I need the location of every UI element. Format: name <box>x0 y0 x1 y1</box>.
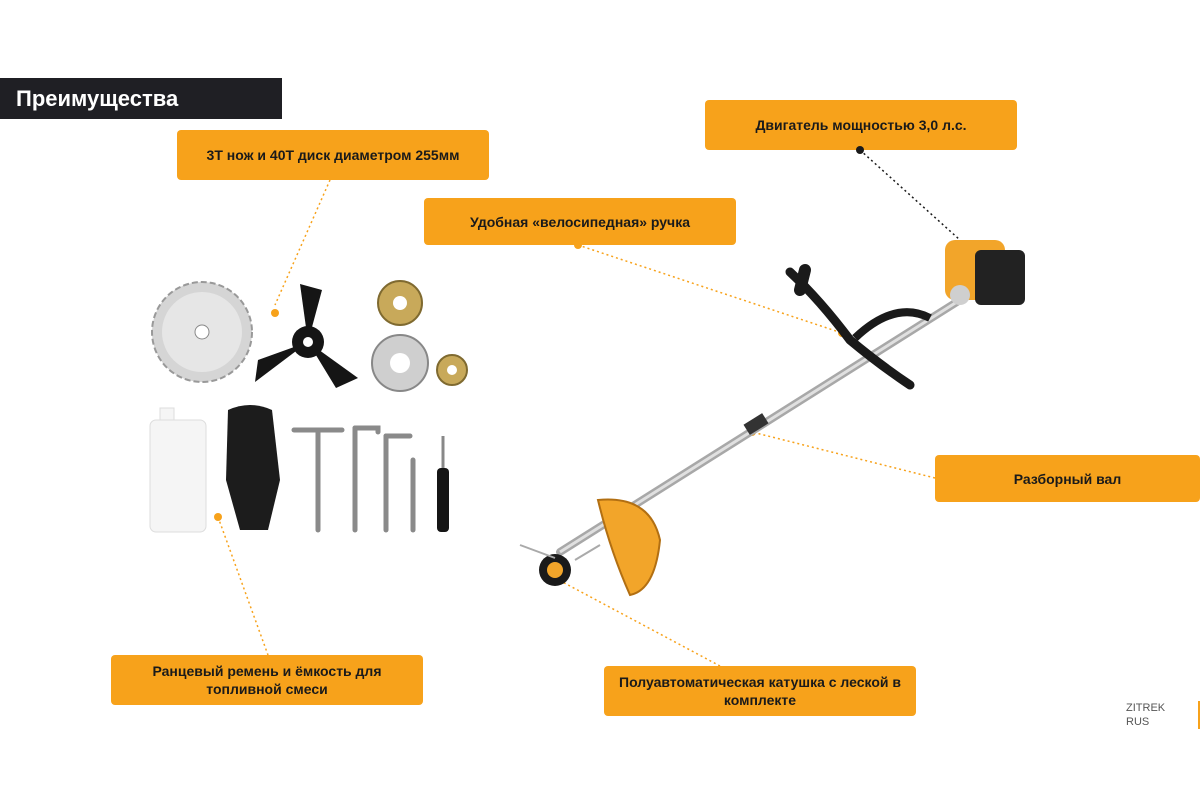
leader-harness <box>217 516 269 656</box>
callout-blade: 3Т нож и 40Т диск диаметром 255мм <box>177 130 489 180</box>
washer-icon <box>371 280 468 392</box>
harness-icon <box>226 405 280 530</box>
callout-engine: Двигатель мощностью 3,0 л.с. <box>705 100 1017 150</box>
fuel-bottle-icon <box>149 407 207 533</box>
brushcutter-icon <box>519 240 1025 597</box>
leader-lines <box>217 179 936 667</box>
callout-harness: Ранцевый ремень и ёмкость для топливной … <box>111 655 423 705</box>
leader-spool <box>554 577 721 667</box>
leader-handle <box>577 244 843 334</box>
saw-disc-icon <box>151 281 253 383</box>
leader-engine <box>859 149 961 241</box>
screwdriver-icon <box>437 436 449 532</box>
callout-shaft: Разборный вал <box>935 455 1200 502</box>
tool-set-icon <box>291 425 416 533</box>
three-tooth-blade-icon <box>255 284 358 388</box>
callout-spool: Полуавтоматическая катушка с леской в ко… <box>604 666 916 716</box>
leader-shaft <box>751 431 936 479</box>
callout-handle: Удобная «велосипедная» ручка <box>424 198 736 245</box>
brand-label: ZITREK RUS <box>1126 701 1200 729</box>
page-title: Преимущества <box>0 78 282 119</box>
